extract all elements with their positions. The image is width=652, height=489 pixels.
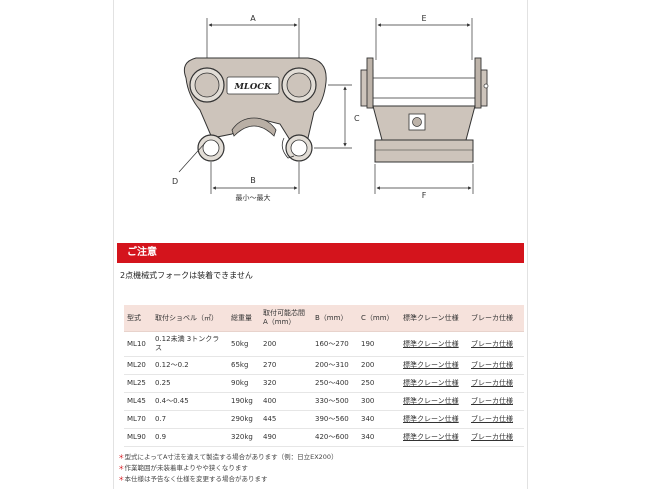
dim-d-leader: [178, 142, 206, 173]
col-header-b: B（mm）: [312, 305, 358, 332]
cell-model: ML20: [124, 356, 152, 375]
dim-f-label: F: [422, 191, 427, 200]
table-row: ML90 0.9 320kg 490 420～600 340 標準クレーン仕様 …: [124, 428, 524, 447]
link-breaker-spec[interactable]: ブレーカ仕様: [468, 374, 524, 393]
hook-right-inner: [290, 139, 308, 157]
cell-c: 190: [358, 331, 400, 357]
spec-table: 型式 取付ショベル（㎥） 総重量 取付可能芯間 A（mm） B（mm） C（mm…: [124, 305, 524, 447]
dim-d-label: D: [172, 177, 178, 186]
cell-shovel: 0.12～0.2: [152, 356, 228, 375]
table-row: ML70 0.7 290kg 445 390～560 340 標準クレーン仕様 …: [124, 410, 524, 429]
front-lower-body: [374, 139, 474, 163]
cell-weight: 90kg: [228, 374, 260, 393]
table-row: ML45 0.4～0.45 190kg 400 330～500 300 標準クレ…: [124, 392, 524, 411]
pin-boss-left-inner: [194, 72, 220, 98]
cell-model: ML25: [124, 374, 152, 393]
dimension-diagram: A MLOCK C D B 最小～最大: [172, 14, 489, 202]
footnote-item: ＊型式によってA寸法を違えて製造する場合があります（例：日立EX200）: [118, 452, 338, 463]
pin-boss-right-inner: [286, 72, 312, 98]
dim-b-range-label: 最小～最大: [236, 193, 271, 202]
cell-c: 340: [358, 410, 400, 429]
dim-c-label: C: [354, 114, 360, 123]
link-crane-spec[interactable]: 標準クレーン仕様: [400, 428, 468, 447]
footnote-item: ＊本仕様は予告なく仕様を変更する場合があります: [118, 474, 338, 485]
link-crane-spec[interactable]: 標準クレーン仕様: [400, 331, 468, 357]
asterisk-icon: ＊: [118, 475, 125, 483]
cell-model: ML70: [124, 410, 152, 429]
asterisk-icon: ＊: [118, 453, 125, 461]
cell-shovel: 0.4～0.45: [152, 392, 228, 411]
cell-a: 200: [260, 331, 312, 357]
link-breaker-spec[interactable]: ブレーカ仕様: [468, 331, 524, 357]
table-row: ML25 0.25 90kg 320 250～400 250 標準クレーン仕様 …: [124, 374, 524, 393]
cell-model: ML45: [124, 392, 152, 411]
notice-title-bar: ご注意: [117, 243, 524, 263]
col-header-shovel: 取付ショベル（㎥）: [152, 305, 228, 332]
asterisk-icon: ＊: [118, 464, 125, 472]
dim-b-label: B: [250, 176, 256, 185]
cell-shovel: 0.7: [152, 410, 228, 429]
col-header-model: 型式: [124, 305, 152, 332]
cell-weight: 320kg: [228, 428, 260, 447]
front-bolt: [483, 83, 489, 89]
cell-weight: 190kg: [228, 392, 260, 411]
col-header-a: 取付可能芯間 A（mm）: [260, 305, 312, 332]
front-lug-left: [366, 57, 374, 109]
front-window-pin: [412, 117, 422, 127]
cell-shovel: 0.9: [152, 428, 228, 447]
col-header-c: C（mm）: [358, 305, 400, 332]
cell-a: 445: [260, 410, 312, 429]
footnote-text: 型式によってA寸法を違えて製造する場合があります（例：日立EX200）: [124, 453, 338, 461]
cell-b: 330～500: [312, 392, 358, 411]
cell-b: 420～600: [312, 428, 358, 447]
cell-a: 320: [260, 374, 312, 393]
link-breaker-spec[interactable]: ブレーカ仕様: [468, 410, 524, 429]
cell-a: 490: [260, 428, 312, 447]
link-breaker-spec[interactable]: ブレーカ仕様: [468, 428, 524, 447]
col-header-breaker: ブレーカ仕様: [468, 305, 524, 332]
footnotes: ＊型式によってA寸法を違えて製造する場合があります（例：日立EX200） ＊作業…: [118, 452, 338, 485]
hook-left-inner: [202, 139, 220, 157]
cell-model: ML90: [124, 428, 152, 447]
link-crane-spec[interactable]: 標準クレーン仕様: [400, 374, 468, 393]
cell-c: 300: [358, 392, 400, 411]
link-crane-spec[interactable]: 標準クレーン仕様: [400, 392, 468, 411]
link-breaker-spec[interactable]: ブレーカ仕様: [468, 392, 524, 411]
cell-c: 340: [358, 428, 400, 447]
dim-a-label: A: [250, 14, 256, 23]
footnote-text: 作業範囲が未装着車よりやや狭くなります: [124, 464, 248, 472]
footnote-item: ＊作業範囲が未装着車よりやや狭くなります: [118, 463, 338, 474]
cell-shovel: 0.25: [152, 374, 228, 393]
link-breaker-spec[interactable]: ブレーカ仕様: [468, 356, 524, 375]
spec-header-row: 型式 取付ショベル（㎥） 総重量 取付可能芯間 A（mm） B（mm） C（mm…: [124, 305, 524, 332]
cell-a: 270: [260, 356, 312, 375]
cell-weight: 290kg: [228, 410, 260, 429]
footnote-text: 本仕様は予告なく仕様を変更する場合があります: [124, 475, 268, 483]
link-crane-spec[interactable]: 標準クレーン仕様: [400, 356, 468, 375]
table-row: ML10 0.12未満 3トンクラス 50kg 200 160～270 190 …: [124, 331, 524, 357]
cell-c: 250: [358, 374, 400, 393]
cell-b: 250～400: [312, 374, 358, 393]
table-row: ML20 0.12～0.2 65kg 270 200～310 200 標準クレー…: [124, 356, 524, 375]
dim-e-label: E: [421, 14, 426, 23]
cell-b: 200～310: [312, 356, 358, 375]
cell-b: 160～270: [312, 331, 358, 357]
notice-text: 2点機械式フォークは装着できません: [120, 271, 253, 280]
cell-weight: 65kg: [228, 356, 260, 375]
cell-a: 400: [260, 392, 312, 411]
link-crane-spec[interactable]: 標準クレーン仕様: [400, 410, 468, 429]
content-frame: A MLOCK C D B 最小～最大: [113, 0, 528, 489]
col-header-crane: 標準クレーン仕様: [400, 305, 468, 332]
logo-plate: [226, 76, 280, 95]
col-header-weight: 総重量: [228, 305, 260, 332]
front-lug-right: [474, 57, 482, 109]
cell-c: 200: [358, 356, 400, 375]
lower-lug: [231, 117, 277, 137]
cell-weight: 50kg: [228, 331, 260, 357]
hook-right-lip: [281, 137, 295, 159]
cell-shovel: 0.12未満 3トンクラス: [152, 331, 228, 357]
logo-text: MLOCK: [234, 82, 273, 92]
cell-b: 390～560: [312, 410, 358, 429]
cell-model: ML10: [124, 331, 152, 357]
